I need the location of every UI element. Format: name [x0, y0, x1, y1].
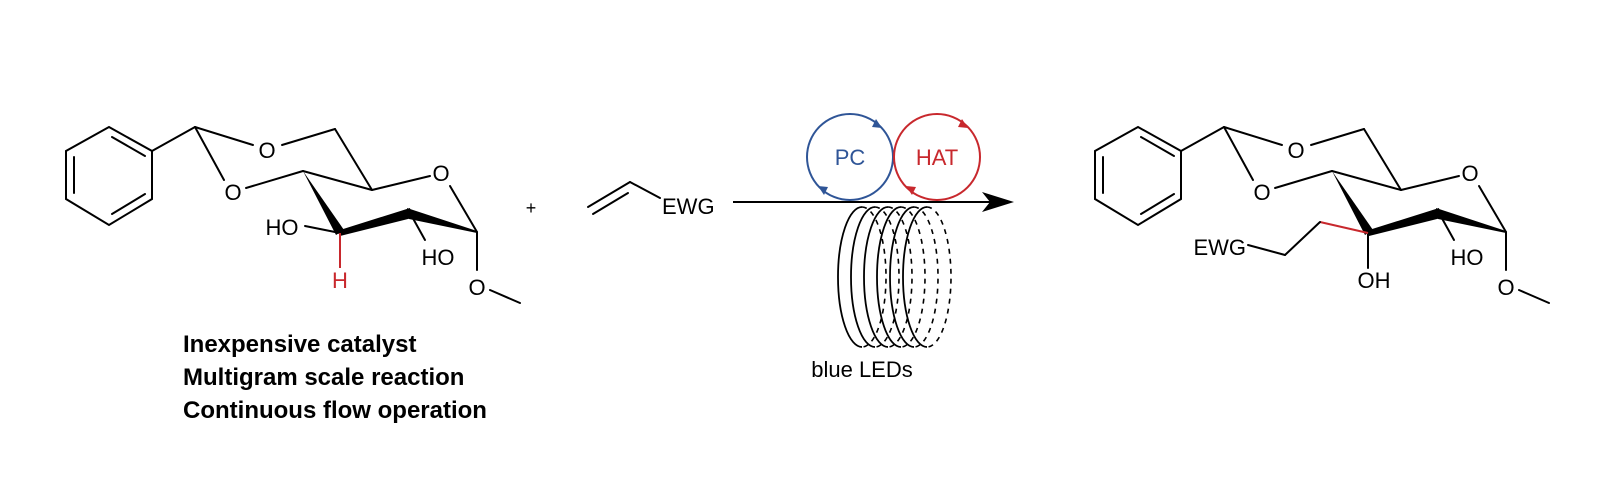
coil-loop-front: [889, 206, 915, 348]
feature-item: Continuous flow operation: [183, 397, 487, 424]
ewg-label: EWG: [1193, 235, 1246, 260]
coil-loop-back: [874, 206, 900, 348]
pc-label: PC: [835, 145, 866, 170]
features-list: Inexpensive catalyst Multigram scale rea…: [183, 331, 487, 424]
product-molecule: O O O EWG OH HO O: [1094, 126, 1550, 304]
photocatalyst-cycle: PC: [806, 113, 894, 201]
ewg-label: EWG: [662, 194, 715, 219]
flow-coil: [837, 206, 952, 348]
reaction-arrow: [733, 192, 1014, 212]
ring-oxygen-label: O: [1461, 161, 1478, 186]
blue-leds-label: blue LEDs: [811, 357, 913, 382]
coil-loop-back: [887, 206, 913, 348]
hat-label: HAT: [916, 145, 958, 170]
ring-oxygen-label: O: [432, 161, 449, 186]
hydroxyl-label: HO: [422, 245, 455, 270]
oxygen-label: O: [224, 180, 241, 205]
oxygen-label: O: [1253, 180, 1270, 205]
hat-cycle: HAT: [893, 113, 981, 201]
coil-loop-front: [863, 206, 889, 348]
coil-loop-back: [913, 206, 939, 348]
feature-item: Multigram scale reaction: [183, 364, 464, 391]
coil-loop-front: [876, 206, 902, 348]
coil-loop-front: [837, 206, 863, 348]
coil-loop-front: [850, 206, 876, 348]
coil-loop-back: [900, 206, 926, 348]
hydroxyl-label: HO: [1451, 245, 1484, 270]
coil-loop-back: [926, 206, 952, 348]
oxygen-label: O: [1287, 138, 1304, 163]
hydroxyl-label: OH: [1358, 268, 1391, 293]
methoxy-oxygen-label: O: [468, 275, 485, 300]
hydrogen-label: H: [332, 268, 348, 293]
reactant-molecule: O O O HO H HO O: [65, 126, 521, 304]
methoxy-oxygen-label: O: [1497, 275, 1514, 300]
hydroxyl-label: HO: [266, 215, 299, 240]
feature-item: Inexpensive catalyst: [183, 331, 416, 358]
plus-sign: +: [526, 198, 537, 218]
alkene-molecule: EWG: [587, 181, 715, 219]
oxygen-label: O: [258, 138, 275, 163]
coil-loop-front: [902, 206, 928, 348]
coil-loop-back: [861, 206, 887, 348]
